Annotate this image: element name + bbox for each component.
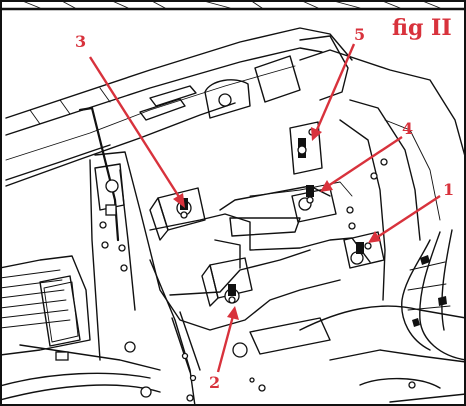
bracket-4-bolt: [291, 185, 337, 223]
figure-label: fig II: [392, 15, 452, 41]
arrow-1: [375, 194, 441, 240]
arrowhead-4: [320, 180, 333, 192]
frame-structure: [0, 27, 466, 406]
arrowhead-1: [368, 231, 381, 243]
arrow-4: [327, 135, 403, 188]
top-strip-fragment: [19, 0, 441, 9]
callout-5: 5: [354, 25, 365, 44]
arrow-2: [216, 315, 235, 373]
arrowhead-5: [311, 127, 322, 141]
arrowhead-3: [173, 193, 185, 208]
bracket-2-bolt: [201, 257, 253, 307]
callout-1: 1: [443, 180, 454, 199]
callout-4: 4: [402, 119, 413, 138]
callout-2: 2: [209, 373, 220, 392]
callout-arrows: [88, 43, 441, 373]
arrow-3: [88, 56, 183, 201]
callout-3: 3: [75, 32, 86, 51]
arrowhead-2: [227, 306, 239, 320]
arrow-5: [314, 43, 356, 133]
bracket-1-bolt: [343, 231, 385, 269]
